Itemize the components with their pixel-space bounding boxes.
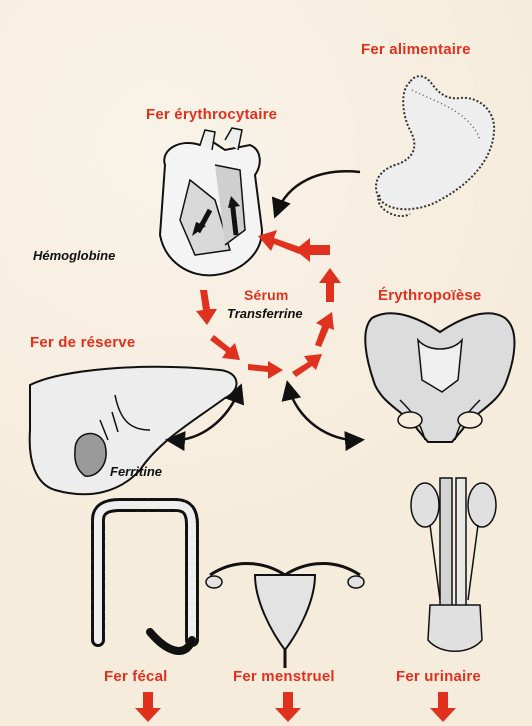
red-arrow-menstrual [275, 692, 301, 722]
arrow-stomach-to-serum [276, 171, 360, 214]
arrow-serum-marrow [288, 385, 360, 440]
label-transferrine: Transferrine [227, 306, 303, 321]
label-fer-alimentaire: Fer alimentaire [361, 41, 471, 58]
label-ferritine: Ferritine [110, 464, 162, 479]
red-arrow-up-3 [319, 268, 341, 302]
uterus-icon [206, 563, 364, 668]
heart-icon [160, 128, 262, 275]
label-fer-fecal: Fer fécal [104, 668, 168, 685]
label-hemoglobine: Hémoglobine [33, 248, 115, 263]
label-fer-menstruel: Fer menstruel [233, 668, 335, 685]
red-arrow-to-heart [258, 230, 300, 254]
stomach-icon [376, 76, 494, 216]
red-arrow-fecal [135, 692, 161, 722]
label-serum: Sérum [244, 287, 289, 303]
red-arrow-up-1 [292, 354, 322, 377]
red-arrow-up-2 [315, 312, 334, 347]
pelvis-icon [365, 313, 514, 442]
loss-arrows [135, 692, 456, 722]
red-arrow-down-1 [196, 290, 217, 325]
red-arrow-down-2 [210, 335, 240, 360]
label-fer-urinaire: Fer urinaire [396, 668, 481, 685]
red-arrow-urinary [430, 692, 456, 722]
colon-icon [98, 505, 192, 651]
red-arrow-bottom [248, 361, 283, 379]
red-arrow-top [295, 238, 330, 262]
label-erythropoiese: Érythropoïèse [378, 287, 481, 304]
label-fer-erythrocytaire: Fer érythrocytaire [146, 106, 277, 123]
kidney-icon [411, 478, 496, 651]
label-fer-de-reserve: Fer de réserve [30, 334, 135, 351]
